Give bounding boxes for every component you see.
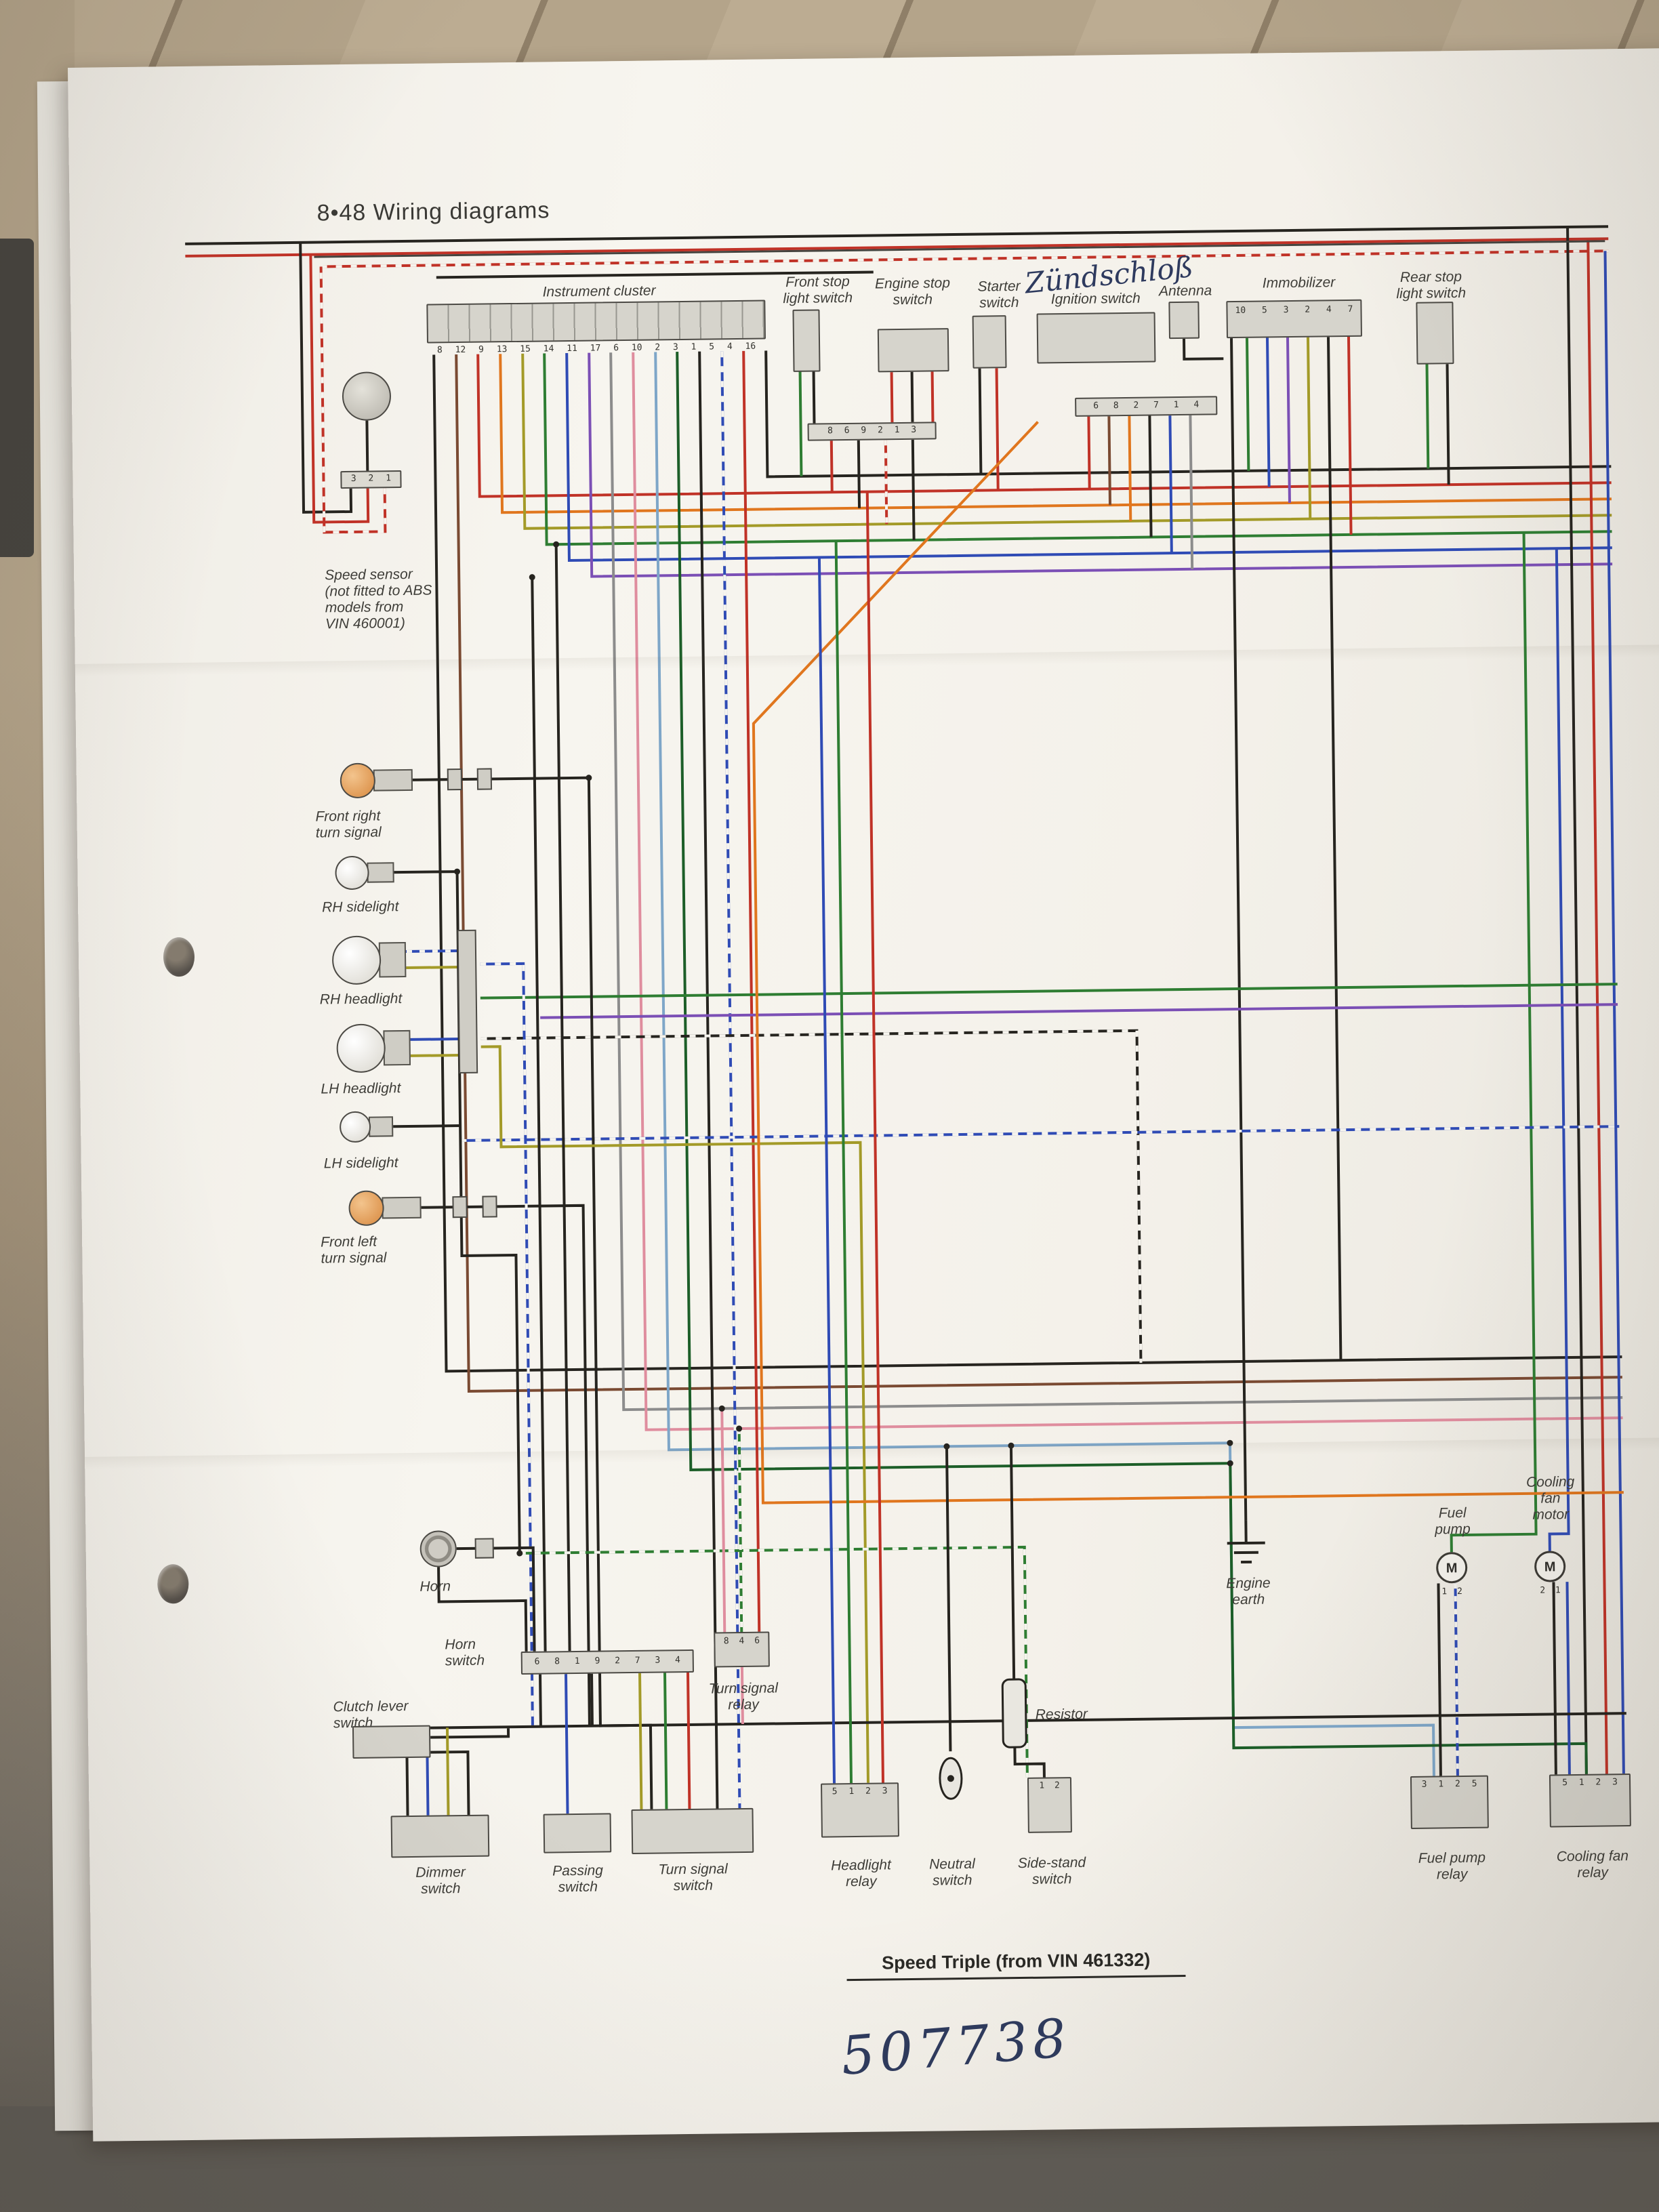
label-passing-switch: Passing switch [552, 1862, 604, 1896]
label-turn-signal-switch: Turn signal switch [658, 1861, 728, 1894]
label-front-right-turn-signal: Front right turn signal [315, 808, 382, 841]
rh-sidelight-holder [367, 862, 394, 883]
dark-object-left [0, 239, 34, 557]
label-headlight-relay: Headlight relay [830, 1857, 891, 1890]
lh-headlight-holder [383, 1029, 411, 1066]
speed-sensor-pins: 3 2 1 [350, 473, 392, 484]
label-instrument-cluster: Instrument cluster [542, 283, 656, 300]
side-stand-switch-pins: 1 2 [1039, 1780, 1060, 1791]
headlight-connector-block [457, 929, 478, 1074]
immobilizer-pins: 10 5 3 2 4 7 [1235, 304, 1353, 316]
label-cooling-fan-motor: Cooling fan motor [1525, 1473, 1575, 1523]
wires-instrument-cluster [432, 350, 1623, 1809]
label-horn: Horn [419, 1578, 451, 1595]
label-cooling-fan-relay: Cooling fan relay [1556, 1848, 1629, 1881]
label-speed-sensor: Speed sensor (not fitted to ABS models f… [325, 566, 432, 632]
wires-middle [369, 544, 1620, 1809]
clutch-lever-switch-box [352, 1725, 431, 1759]
rear-stop-light-switch-box [1416, 302, 1454, 365]
cooling-fan-motor-pins: 2 1 [1540, 1585, 1561, 1596]
label-engine-stop-switch: Engine stop switch [874, 275, 951, 308]
turn-signal-switch-box [631, 1807, 754, 1855]
label-dimmer-switch: Dimmer switch [415, 1864, 466, 1897]
front-right-turn-holder [373, 769, 413, 792]
label-immobilizer: Immobilizer [1262, 274, 1336, 291]
front-stop-light-switch-box [792, 309, 821, 372]
wires-top-switches [798, 336, 1450, 1521]
resistor-symbol [1001, 1678, 1027, 1748]
label-rh-headlight: RH headlight [319, 991, 403, 1008]
label-horn-switch: Horn switch [445, 1636, 485, 1669]
label-engine-earth: Engine earth [1226, 1575, 1271, 1608]
label-turn-signal-relay: Turn signal relay [708, 1680, 779, 1713]
instrument-cluster-box [426, 300, 766, 344]
engine-stop-switch-box [877, 328, 949, 373]
turn-signal-relay-pins: 8 4 6 [723, 1635, 760, 1647]
label-resistor: Resistor [1035, 1706, 1088, 1723]
horn-switch-connector-pins: 6 8 1 9 2 7 3 4 [534, 1655, 681, 1667]
punch-hole-top [163, 937, 195, 977]
lh-sidelight-holder [368, 1116, 394, 1137]
label-lh-sidelight: LH sidelight [323, 1155, 398, 1172]
cooling-fan-relay-pins: 5 1 2 3 [1562, 1777, 1618, 1788]
label-antenna: Antenna [1158, 283, 1212, 300]
fuel-pump-pins: 1 2 [1441, 1586, 1462, 1597]
label-front-left-turn-signal: Front left turn signal [321, 1233, 387, 1267]
punch-hole-bottom [157, 1563, 189, 1604]
wires-top [185, 225, 1609, 534]
label-fuel-pump: Fuel pump [1435, 1504, 1471, 1538]
ignition-connector-pins: 6 8 2 7 1 4 [1093, 399, 1200, 411]
label-rear-stop-light-switch: Rear stop light switch [1396, 268, 1467, 302]
label-lh-headlight: LH headlight [321, 1080, 401, 1097]
ignition-switch-box [1036, 312, 1156, 364]
label-side-stand-switch: Side-stand switch [1017, 1854, 1086, 1887]
fuel-pump-relay-pins: 3 1 2 5 [1421, 1778, 1477, 1790]
label-front-stop-light-switch: Front stop light switch [783, 273, 853, 307]
front-left-turn-holder [382, 1196, 422, 1219]
label-fuel-pump-relay: Fuel pump relay [1418, 1849, 1486, 1883]
label-rh-sidelight: RH sidelight [322, 899, 399, 916]
label-ignition-switch: Ignition switch [1050, 290, 1141, 308]
dimmer-switch-box [390, 1814, 490, 1858]
antenna-box [1168, 301, 1200, 340]
page-header: 8•48 Wiring diagrams [316, 197, 550, 226]
headlight-relay-pins: 5 1 2 3 [832, 1786, 888, 1797]
starter-switch-box [972, 315, 1007, 369]
passing-switch-box [543, 1813, 612, 1853]
label-neutral-switch: Neutral switch [928, 1856, 975, 1889]
stop-switch-connector-pins: 8 6 9 2 1 3 [827, 424, 917, 436]
label-starter-switch: Starter switch [977, 278, 1021, 311]
wiring-diagram-svg [185, 225, 1626, 1816]
wires-bottom [372, 421, 1626, 1816]
rh-headlight-holder [378, 942, 407, 978]
manual-page: 8•48 Wiring diagrams Zündschloß Instrume… [68, 47, 1659, 2142]
diagram-caption: Speed Triple (from VIN 461332) [846, 1949, 1186, 1982]
wires-right-side [1228, 226, 1625, 1776]
